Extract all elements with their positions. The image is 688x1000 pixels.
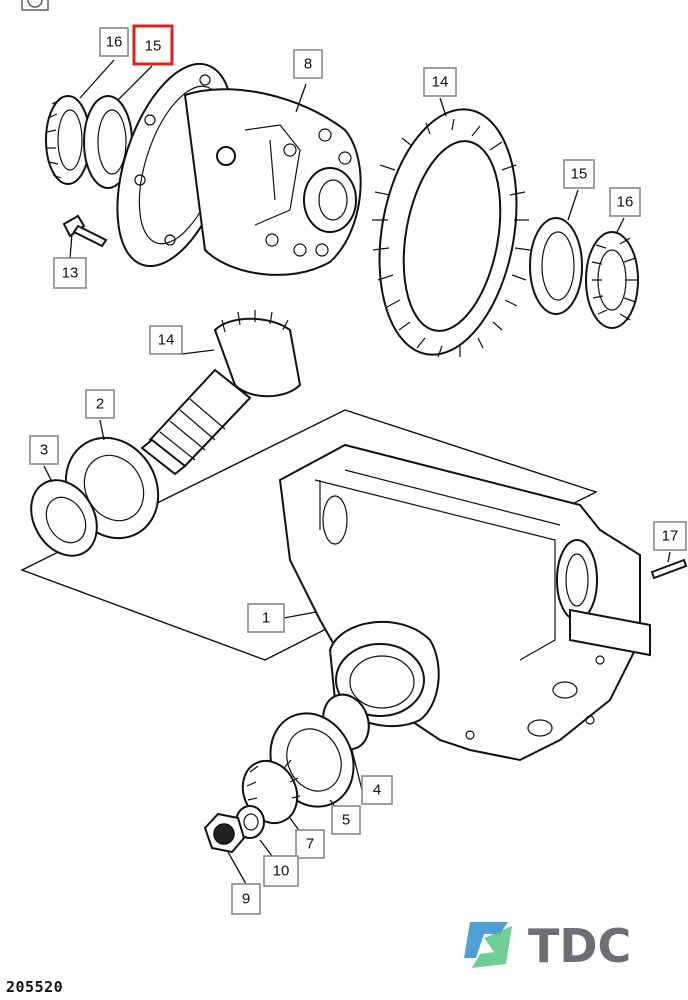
callout-15-right-text: 15: [571, 166, 588, 183]
callout-16-right-text: 16: [617, 194, 634, 211]
pinion-nut-stack: [203, 693, 370, 854]
callout-17-text: 17: [662, 528, 679, 545]
callout-14-pinion-text: 14: [158, 332, 175, 349]
callout-3-text: 3: [40, 442, 48, 459]
callout-1-text: 1: [262, 610, 270, 627]
callout-7: 7: [295, 829, 325, 859]
callout-13: 13: [53, 257, 87, 289]
callout-4: 4: [361, 775, 393, 805]
callout-15-right: 15: [563, 159, 595, 189]
right-bearing-set: [529, 217, 639, 329]
callout-5: 5: [331, 805, 361, 835]
callout-14-crown: 14: [423, 67, 457, 97]
callout-10-text: 10: [273, 863, 290, 880]
callout-5-text: 5: [342, 812, 350, 829]
callout-9-text: 9: [242, 891, 250, 908]
callout-16-right: 16: [609, 187, 641, 217]
callout-16-left: 16: [99, 27, 129, 57]
crown-wheel: [372, 108, 531, 358]
callout-15-left-text: 15: [145, 38, 162, 55]
callout-4-text: 4: [373, 782, 381, 799]
callout-2-text: 2: [96, 396, 104, 413]
callout-8: 8: [293, 49, 323, 79]
callout-3: 3: [29, 435, 59, 465]
callout-14-pinion: 14: [149, 325, 183, 355]
axle-housing: [278, 443, 651, 762]
callout-16-left-text: 16: [106, 34, 123, 51]
callout-7-text: 7: [306, 836, 314, 853]
drawing-number: 205520: [6, 978, 64, 996]
bolt-13: [62, 214, 108, 248]
pinion-shaft: [20, 310, 598, 661]
callout-10: 10: [263, 855, 299, 887]
callout-13-text: 13: [62, 265, 79, 282]
brand-name: TDC: [528, 919, 631, 973]
callout-17: 17: [653, 521, 687, 551]
corner-circle-icon: [21, 0, 49, 11]
callout-15-left-highlighted: 15: [132, 24, 174, 66]
shim-washer: [30, 479, 98, 557]
callout-9: 9: [231, 883, 261, 915]
callout-1: 1: [247, 603, 285, 633]
tdc-brand-logo: TDC: [464, 919, 631, 973]
differential-assembly: [45, 62, 362, 276]
leader-lines: [43, 59, 671, 885]
pin-17: [650, 558, 688, 580]
callout-14-crown-text: 14: [432, 74, 449, 91]
tdc-logo-mark-icon: [464, 922, 512, 968]
callout-2: 2: [85, 389, 115, 419]
callout-8-text: 8: [304, 56, 312, 73]
